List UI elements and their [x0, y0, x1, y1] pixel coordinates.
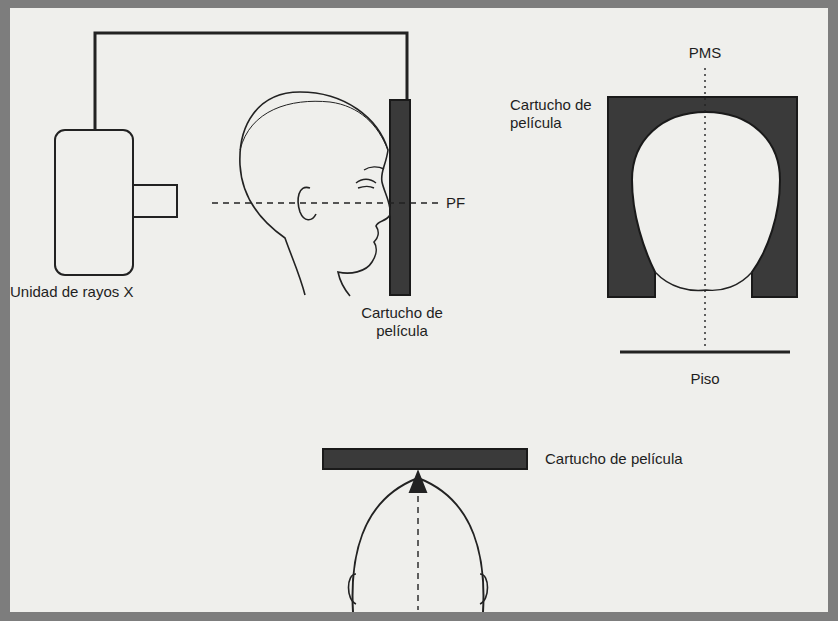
support-arm: [95, 33, 407, 130]
midsagittal-plane-line: [704, 68, 705, 350]
head-back: [240, 92, 388, 295]
floor-line: [620, 351, 790, 354]
midline: [417, 496, 418, 610]
film-cassette: [390, 100, 410, 295]
cassette-label: Cartucho de película: [352, 304, 452, 340]
face-profile: [338, 150, 390, 296]
frontal-view: [608, 68, 797, 352]
frankfort-plane-line: [212, 202, 440, 203]
eyebrow: [364, 167, 384, 170]
device-label: Unidad de rayos X: [10, 283, 180, 301]
film-cassette: [608, 97, 797, 297]
top-view: [323, 449, 527, 612]
eye: [356, 179, 376, 188]
floor-label: Piso: [680, 370, 730, 388]
plane-label: PF: [446, 194, 486, 212]
xray-unit: [55, 130, 133, 275]
chin: [655, 272, 752, 290]
plane-label: PMS: [685, 44, 725, 62]
xray-tube: [133, 185, 177, 217]
head-top: [353, 478, 484, 612]
film-cassette: [323, 449, 527, 469]
cassette-label: Cartucho de película: [510, 96, 602, 132]
cassette-label: Cartucho de película: [545, 450, 735, 468]
lateral-view: [55, 33, 440, 296]
hair-cap: [240, 101, 388, 150]
nose: [410, 472, 426, 492]
paper: [10, 8, 828, 612]
